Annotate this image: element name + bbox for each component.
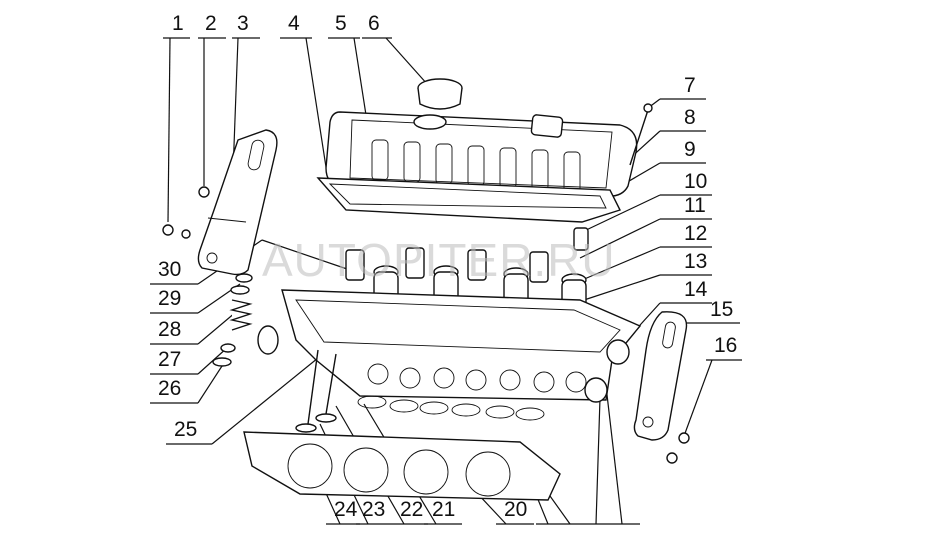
cover-bolt	[629, 103, 653, 166]
svg-text:29: 29	[158, 287, 181, 310]
svg-text:6: 6	[368, 12, 380, 35]
callout-28[interactable]: 28	[150, 311, 237, 345]
svg-text:12: 12	[684, 222, 707, 245]
svg-text:10: 10	[684, 170, 707, 193]
bolt-1	[162, 224, 191, 239]
valve-cover-gasket	[316, 177, 621, 223]
svg-text:14: 14	[684, 278, 708, 301]
valve-spring-stack	[212, 273, 253, 367]
svg-text:13: 13	[684, 250, 707, 273]
svg-text:30: 30	[158, 258, 181, 281]
cylinder-head	[257, 289, 642, 403]
svg-text:4: 4	[288, 12, 300, 35]
svg-text:21: 21	[432, 498, 455, 521]
svg-text:23: 23	[362, 498, 385, 521]
svg-text:2: 2	[205, 12, 217, 35]
callout-7[interactable]: 7	[647, 74, 706, 109]
watermark: AUTOPITER.RU	[262, 234, 616, 286]
svg-text:8: 8	[684, 106, 696, 129]
callout-6[interactable]: 6	[362, 12, 429, 86]
bolt-2	[198, 186, 210, 198]
svg-text:26: 26	[158, 377, 181, 400]
svg-text:1: 1	[172, 12, 184, 35]
callout-16[interactable]: 16	[683, 334, 742, 437]
svg-text:25: 25	[174, 418, 197, 441]
callout-13[interactable]: 13	[583, 250, 712, 301]
svg-text:11: 11	[684, 194, 706, 217]
head-gasket	[243, 431, 561, 501]
callout-10[interactable]: 10	[581, 170, 712, 233]
port-seals	[357, 395, 545, 421]
svg-text:15: 15	[710, 298, 733, 321]
callout-26[interactable]: 26	[150, 365, 223, 404]
oil-filler-cap	[417, 78, 463, 110]
lifting-bracket-right	[633, 311, 688, 441]
svg-text:9: 9	[684, 138, 696, 161]
bolt-16	[666, 432, 690, 464]
valves	[295, 349, 337, 433]
callout-4[interactable]: 4	[280, 12, 329, 181]
svg-text:16: 16	[714, 334, 737, 357]
callout-21[interactable]: 21	[363, 403, 462, 525]
svg-text:3: 3	[237, 12, 249, 35]
callout-12[interactable]: 12	[581, 222, 712, 281]
callout-11[interactable]: 11	[579, 194, 712, 259]
svg-text:28: 28	[158, 318, 181, 341]
callout-bottom-right-group	[525, 385, 640, 525]
svg-text:20: 20	[504, 498, 527, 521]
svg-text:7: 7	[684, 74, 696, 97]
callout-29[interactable]: 29	[150, 283, 241, 314]
svg-text:24: 24	[334, 498, 358, 521]
callout-25[interactable]: 25	[166, 357, 319, 445]
svg-text:22: 22	[400, 498, 423, 521]
valve-cover	[325, 111, 638, 197]
callout-5[interactable]: 5	[328, 12, 367, 116]
svg-text:27: 27	[158, 348, 181, 371]
callout-2[interactable]: 2	[198, 12, 226, 186]
callout-1[interactable]: 1	[163, 12, 190, 223]
svg-text:5: 5	[335, 12, 347, 35]
